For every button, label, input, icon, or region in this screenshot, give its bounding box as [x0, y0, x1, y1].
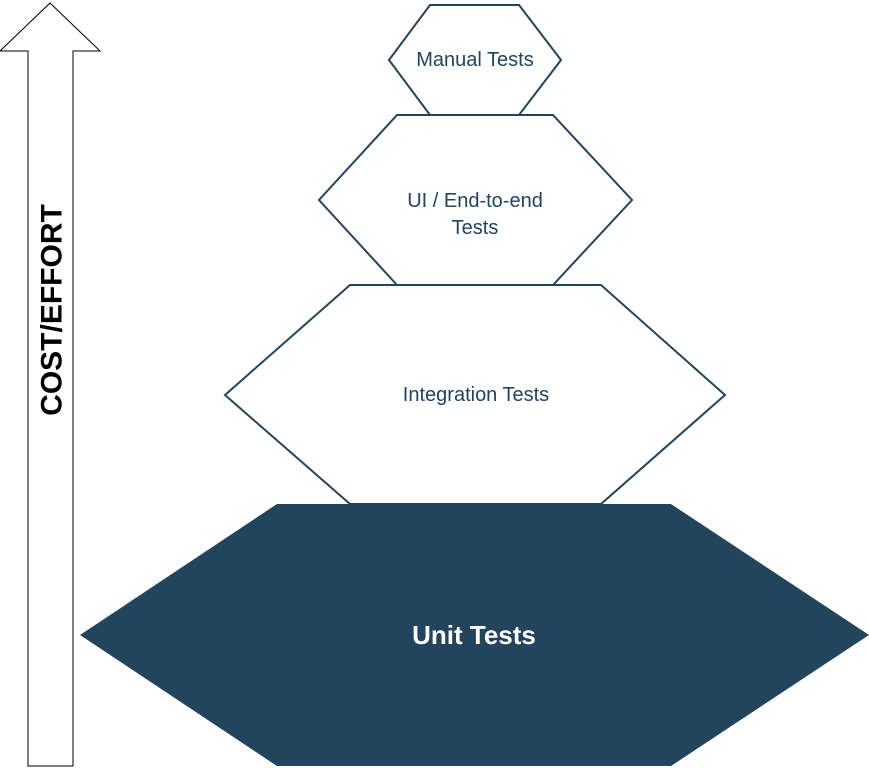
cost-effort-arrow-shape	[0, 2, 102, 767]
integration-tests-hexagon	[223, 284, 727, 505]
manual-tests-hexagon	[387, 4, 563, 116]
ui-tests-label-line2: Tests	[452, 217, 499, 239]
ui-tests-label-line1: UI / End-to-end	[407, 190, 543, 212]
integration-tests-label: Integration Tests	[403, 384, 549, 406]
manual-tests-label: Manual Tests	[416, 49, 533, 71]
unit-tests-hexagon	[80, 504, 869, 766]
integration-tests-level: Integration Tests	[223, 251, 727, 505]
unit-tests-label: Unit Tests	[412, 620, 536, 650]
ui-tests-hexagon	[317, 114, 634, 286]
unit-tests-level: Unit Tests	[80, 471, 869, 766]
cost-effort-arrow: COST/EFFORT	[0, 2, 102, 767]
manual-tests-level: Manual Tests	[387, 4, 563, 116]
cost-effort-label: COST/EFFORT	[36, 204, 69, 416]
